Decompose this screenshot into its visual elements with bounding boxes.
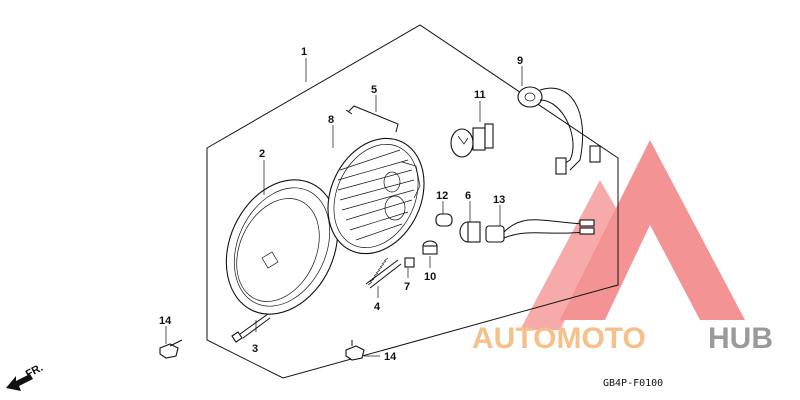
assembly-outline [206, 24, 619, 379]
callout-part-5: 5 [371, 84, 377, 96]
spring [365, 257, 402, 289]
watermark-word-secondary: HUB [708, 322, 773, 355]
screw [231, 313, 271, 343]
front-direction-label: FR. [24, 362, 45, 381]
callout-part-7: 7 [404, 281, 410, 293]
callout-part-2: 2 [259, 148, 265, 160]
callout-part-6: 6 [465, 190, 471, 202]
callout-part-3: 3 [252, 343, 258, 355]
position-bulb [435, 213, 453, 227]
callout-part-13: 13 [493, 194, 505, 206]
flange-bolt-left [159, 339, 183, 359]
callout-part-8: 8 [328, 114, 334, 126]
part-callouts: 1 2 3 4 5 6 7 8 9 10 11 12 13 14 14 [159, 46, 523, 363]
callout-part-4: 4 [374, 301, 381, 313]
callout-part-1: 1 [301, 46, 307, 58]
callout-part-9: 9 [517, 55, 523, 67]
callout-part-11: 11 [474, 89, 486, 101]
headlight-lens [327, 137, 425, 255]
leader-lines [165, 58, 523, 357]
headlight-rim [225, 179, 339, 315]
front-arrow-icon [6, 374, 33, 391]
watermark-logo [520, 140, 745, 330]
watermark-word-primary: AUTOMOTO [472, 322, 646, 355]
bulb-socket-harness [517, 86, 601, 175]
callout-part-10: 10 [424, 271, 436, 283]
nut [404, 257, 415, 268]
callout-part-12: 12 [436, 190, 448, 202]
socket [459, 221, 481, 243]
headlight-bulb [450, 123, 494, 158]
callout-part-14-right: 14 [384, 351, 397, 363]
watermark-text: AUTOMOTO HUB [472, 322, 773, 355]
callout-part-14-left: 14 [159, 315, 172, 327]
socket-harness [485, 219, 595, 243]
spring-clip [345, 105, 399, 133]
flange-bolt-right [345, 340, 365, 361]
front-direction-indicator: FR. [6, 362, 45, 391]
diagram-code: GB4P-F0100 [603, 378, 663, 389]
collar [422, 240, 438, 255]
